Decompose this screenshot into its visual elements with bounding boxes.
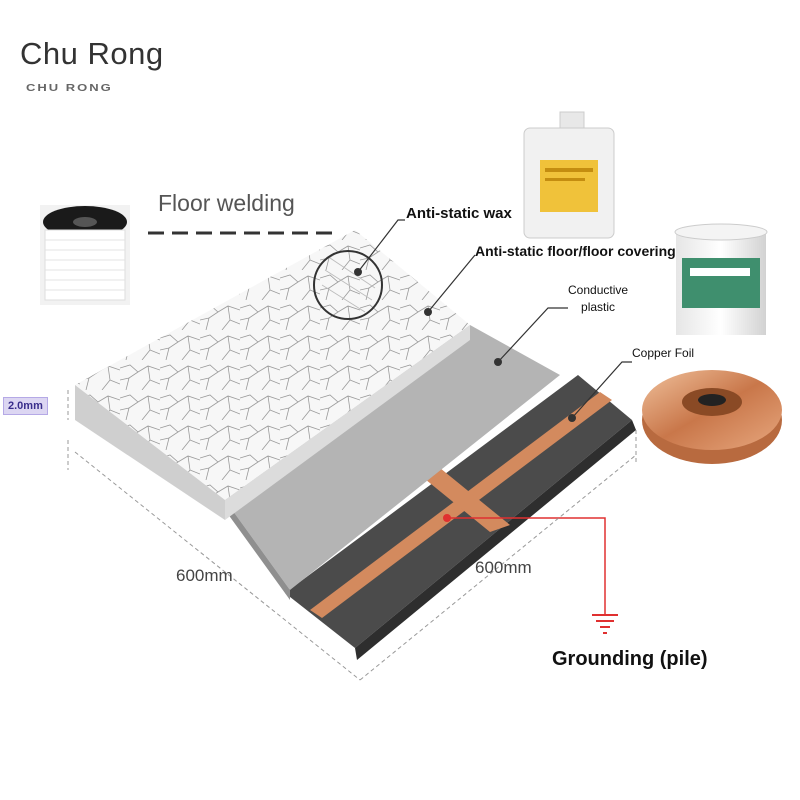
anti-static-floor-label: Anti-static floor/floor covering — [475, 243, 676, 259]
wax-bottle — [523, 111, 615, 239]
welding-rod-spool — [40, 205, 130, 305]
conductive-plastic-label: Conductive plastic — [568, 282, 628, 316]
floor-welding-label: Floor welding — [158, 190, 295, 216]
thickness-dimension: 2.0mm — [3, 397, 48, 415]
floor-top — [75, 230, 470, 500]
brand-sub: CHU RONG — [26, 81, 113, 94]
floor-front-edge — [75, 385, 225, 520]
floor-pointer — [427, 254, 476, 313]
floor-side-edge — [225, 325, 470, 520]
width-dimension-left: 600mm — [176, 566, 233, 585]
anti-static-wax-label: Anti-static wax — [406, 205, 512, 222]
conductive-plastic-line2: plastic — [581, 300, 616, 314]
dimension-lines — [67, 390, 637, 681]
conductive-pointer — [497, 307, 568, 363]
base-layer-edge — [355, 420, 636, 660]
copper-pointer — [571, 361, 632, 419]
floor-covering-bucket — [674, 223, 768, 335]
copper-foil-roll — [642, 370, 782, 464]
grounding-wire — [447, 517, 606, 615]
grounding-label: Grounding (pile) — [552, 648, 708, 670]
ground-symbol-icon — [592, 614, 618, 634]
conductive-plastic-line1: Conductive — [568, 283, 629, 297]
conductive-plastic-layer — [225, 325, 560, 590]
wax-magnifier — [313, 250, 383, 320]
width-dimension-right: 600mm — [475, 558, 532, 577]
conductive-plastic-edge — [225, 500, 290, 600]
copper-foil-label: Copper Foil — [632, 346, 695, 360]
brand-name: Chu Rong — [20, 36, 164, 71]
wax-pointer — [357, 219, 405, 273]
grounding-point — [443, 514, 451, 522]
copper-strip-cross — [420, 468, 510, 532]
